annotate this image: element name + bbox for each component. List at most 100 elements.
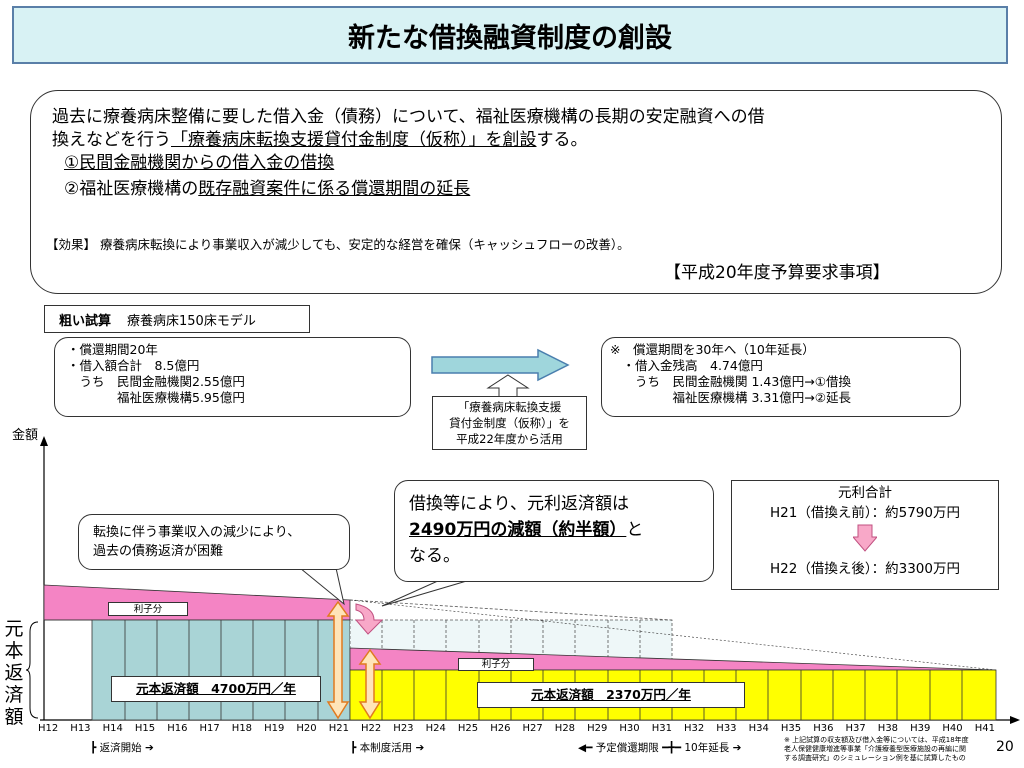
interest-area-after bbox=[349, 647, 997, 671]
footnote-line-1: ※ 上記試算の収支額及び借入金等については、平成18年度 bbox=[784, 736, 969, 744]
after-line-1: ※ 償還期間を30年へ（10年延長） bbox=[610, 342, 815, 357]
system-usage-box: 「療養病床転換支援 貸付金制度（仮称）」を 平成22年度から活用 bbox=[432, 396, 587, 450]
summary-item-2-pre: ②福祉医療機構の bbox=[64, 179, 199, 199]
vertical-char-4: 済 bbox=[4, 684, 24, 706]
marker-planned-deadline-text: 予定償還期限 bbox=[595, 742, 659, 754]
x-tick-label: H21 bbox=[328, 723, 349, 734]
x-tick-label: H38 bbox=[877, 723, 899, 734]
budget-label: 【平成20年度予算要求事項】 bbox=[664, 263, 890, 283]
estimate-label: 粗い試算 bbox=[59, 313, 112, 329]
title-banner: 新たな借換融資制度の創設 bbox=[12, 6, 1008, 64]
x-tick-label: H30 bbox=[619, 723, 640, 734]
principal-label-after: 元本返済額 2370万円／年 bbox=[477, 682, 745, 708]
marker-planned-deadline: ◀━ 予定償還期限 ━╋━ 10年延長 ➔ bbox=[578, 742, 742, 754]
summary-item-1-text: ①民間金融機関からの借入金の借換 bbox=[64, 153, 335, 173]
summary-box bbox=[30, 90, 1002, 294]
after-line-2: ・借入金残高 4.74億円 bbox=[610, 358, 763, 373]
x-tick-label: H28 bbox=[554, 723, 576, 734]
callout-center-after: と bbox=[626, 520, 644, 540]
totals-before: H21（借換え前）：約5790万円 bbox=[770, 505, 960, 521]
summary-line-2-post: する。 bbox=[536, 130, 588, 150]
estimate-label-box: 粗い試算 療養病床150床モデル bbox=[44, 305, 310, 333]
marker-repayment-start-text: 返済開始 bbox=[99, 742, 142, 754]
y-axis-arrow-icon bbox=[40, 436, 48, 446]
x-tick-label: H15 bbox=[134, 723, 156, 734]
callout-center-pointer bbox=[381, 579, 471, 607]
totals-arrow-wrap bbox=[732, 523, 998, 559]
interest-label-before: 利子分 bbox=[108, 602, 188, 616]
y-axis-label: 金額 bbox=[12, 428, 39, 443]
after-conditions-box: ※ 償還期間を30年へ（10年延長） ・借入金残高 4.74億円 うち 民間金融… bbox=[601, 337, 961, 417]
x-tick-label: H20 bbox=[296, 723, 317, 734]
x-tick-label: H34 bbox=[748, 723, 769, 734]
page-title: 新たな借換融資制度の創設 bbox=[348, 22, 672, 54]
x-tick-label: H35 bbox=[780, 723, 802, 734]
footnote: ※ 上記試算の収支額及び借入金等については、平成18年度 老人保健健康増進等事業… bbox=[784, 736, 1022, 763]
page-number: 20 bbox=[996, 739, 1014, 755]
effect-text: 【効果】 療養病床転換により事業収入が減少しても、安定的な経営を確保（キャッシュ… bbox=[46, 237, 630, 252]
x-tick-label: H40 bbox=[942, 723, 963, 734]
x-tick-label: H37 bbox=[845, 723, 866, 734]
x-tick-label: H31 bbox=[651, 723, 672, 734]
principal-bars-before bbox=[124, 620, 319, 720]
footnote-line-3: する調査研究」のシミュレーション例を基に試算したもの bbox=[784, 754, 966, 762]
vertical-principal-label: 元 本 返 済 額 bbox=[2, 618, 26, 728]
x-tick-label: H32 bbox=[684, 723, 705, 734]
up-arrow-icon bbox=[486, 374, 530, 398]
summary-line-1: 過去に療養病床整備に要した借入金（債務）について、福祉医療機構の長期の安定融資へ… bbox=[52, 107, 765, 127]
callout-center: 借換等により、元利返済額は 2490万円の減額（約半額）と なる。 bbox=[394, 480, 714, 582]
summary-line-2-pre: 換えなどを行う bbox=[52, 130, 171, 150]
before-line-3: うち 民間金融機関2.55億円 bbox=[67, 374, 245, 389]
callout-center-line-3: なる。 bbox=[409, 546, 460, 566]
x-tick-label: H17 bbox=[199, 723, 220, 734]
summary-line-2: 換えなどを行う「療養病床転換支援貸付金制度（仮称）」を創設する。 bbox=[52, 129, 982, 152]
marker-system-use-text: 本制度活用 bbox=[359, 742, 413, 754]
callout-center-line-1: 借換等により、元利返済額は bbox=[409, 494, 629, 514]
principal-bars-after bbox=[381, 670, 963, 720]
vertical-char-5: 額 bbox=[4, 706, 24, 728]
x-tick-label: H25 bbox=[457, 723, 479, 734]
callout-left: 転換に伴う事業収入の減少により、 過去の債務返済が困難 bbox=[78, 514, 350, 570]
x-tick-label: H19 bbox=[264, 723, 285, 734]
x-tick-label: H18 bbox=[231, 723, 253, 734]
totals-box: 元利合計 H21（借換え前）：約5790万円 H22（借換え後）：約3300万円 bbox=[731, 480, 999, 590]
amount-reduction-arrows bbox=[326, 600, 382, 720]
x-tick-label: H33 bbox=[716, 723, 737, 734]
x-tick-label: H26 bbox=[490, 723, 511, 734]
x-tick-label: H14 bbox=[102, 723, 123, 734]
vertical-char-2: 本 bbox=[4, 640, 24, 662]
principal-label-before: 元本返済額 4700万円／年 bbox=[111, 676, 321, 702]
x-axis-arrow-icon bbox=[1010, 716, 1020, 724]
summary-item-2-underlined: 既存融資案件に係る償還期間の延長 bbox=[198, 179, 471, 199]
after-line-3: うち 民間金融機関 1.43億円→①借換 bbox=[610, 374, 851, 389]
summary-line-2-underlined: 「療養病床転換支援貸付金制度（仮称）」を創設 bbox=[171, 130, 537, 150]
x-tick-label: H39 bbox=[910, 723, 931, 734]
system-line-1: 「療養病床転換支援 bbox=[457, 400, 562, 414]
vertical-char-1: 元 bbox=[4, 618, 24, 640]
before-line-4: 福祉医療機構5.95億円 bbox=[67, 390, 245, 405]
footnote-line-2: 老人保健健康増進等事業「介護療養型医療施設の再編に関 bbox=[784, 745, 966, 753]
curved-arrow-icon bbox=[354, 603, 384, 635]
summary-item-1: ①民間金融機関からの借入金の借換 bbox=[52, 152, 982, 175]
totals-title: 元利合計 bbox=[838, 485, 892, 501]
x-tick-label: H41 bbox=[974, 723, 995, 734]
marker-system-use: ┣ 本制度活用 ➔ bbox=[350, 742, 425, 754]
x-tick-label: H29 bbox=[587, 723, 608, 734]
dotted-guide bbox=[349, 599, 997, 671]
x-tick-label: H36 bbox=[813, 723, 834, 734]
interest-area-before bbox=[43, 584, 351, 621]
estimate-model: 療養病床150床モデル bbox=[127, 313, 256, 329]
system-line-3: 平成22年度から活用 bbox=[456, 432, 563, 446]
summary-text: 過去に療養病床整備に要した借入金（債務）について、福祉医療機構の長期の安定融資へ… bbox=[52, 106, 982, 201]
summary-item-2: ②福祉医療機構の既存融資案件に係る償還期間の延長 bbox=[52, 178, 982, 201]
vertical-char-3: 返 bbox=[4, 662, 24, 684]
x-tick-label: H27 bbox=[522, 723, 543, 734]
x-tick-label: H23 bbox=[393, 723, 414, 734]
right-arrow-icon bbox=[431, 348, 570, 382]
before-conditions-box: ・償還期間20年 ・借入額合計 8.5億円 うち 民間金融機関2.55億円 福祉… bbox=[54, 337, 411, 417]
totals-after: H22（借換え後）：約3300万円 bbox=[770, 561, 960, 577]
interest-label-after: 利子分 bbox=[458, 658, 534, 671]
before-line-1: ・償還期間20年 bbox=[67, 342, 158, 357]
down-arrow-icon bbox=[851, 524, 879, 552]
